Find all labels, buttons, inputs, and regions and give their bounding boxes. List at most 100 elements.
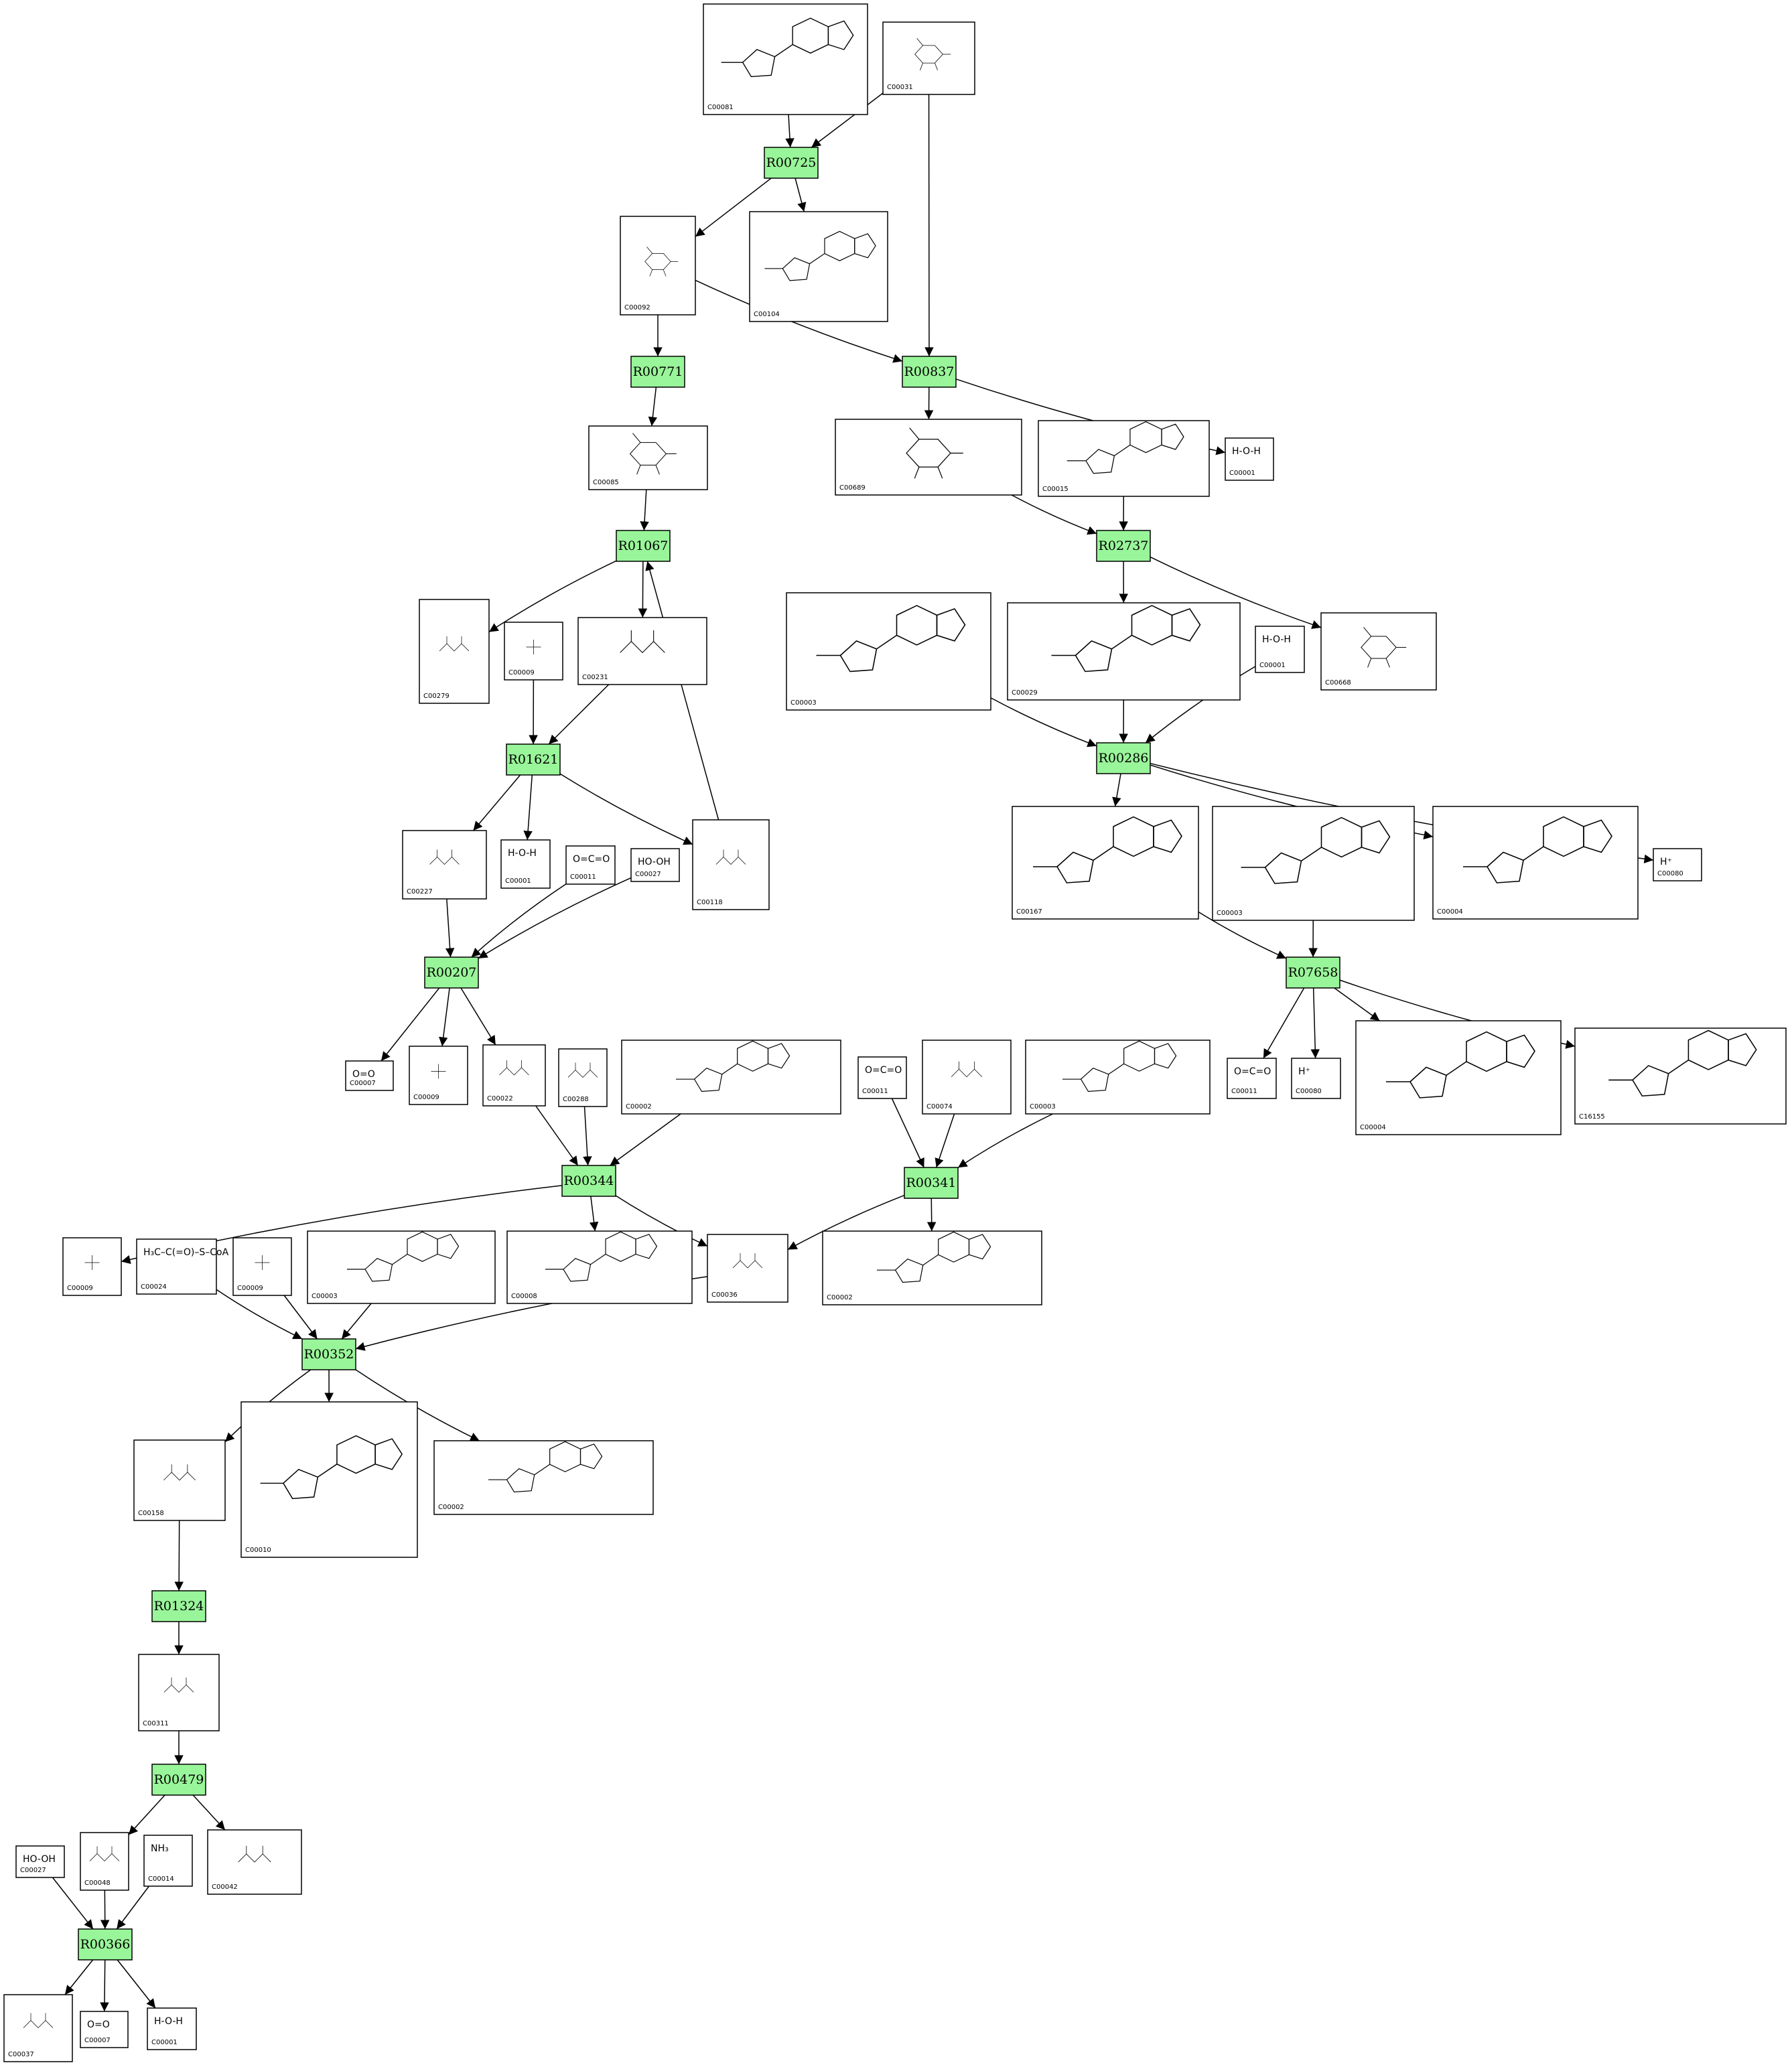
- compound-c00092[interactable]: C00092: [620, 216, 696, 315]
- reaction-r07658[interactable]: R07658: [1286, 956, 1340, 989]
- compound-c00004[interactable]: C00004: [1355, 1020, 1562, 1135]
- compound-c00167[interactable]: C00167: [1012, 806, 1199, 920]
- edge-c00003c-r00341: [957, 1113, 1053, 1168]
- reaction-r00771[interactable]: R00771: [630, 356, 685, 388]
- compound-c00668[interactable]: C00668: [1320, 612, 1437, 691]
- reaction-label: R00837: [904, 364, 955, 379]
- compound-box: [402, 830, 487, 900]
- compound-box: [143, 1835, 193, 1887]
- compound-c00015[interactable]: C00015: [1038, 420, 1210, 497]
- compound-box: [345, 1060, 394, 1091]
- compound-c00002[interactable]: C00002: [822, 1230, 1042, 1305]
- edge-r00207-c00007a: [381, 987, 440, 1062]
- compound-c00118[interactable]: C00118: [692, 819, 770, 910]
- compound-box: [786, 592, 991, 711]
- compound-c00036[interactable]: C00036: [707, 1234, 788, 1303]
- reaction-r00286[interactable]: R00286: [1096, 742, 1151, 774]
- reaction-r00344[interactable]: R00344: [561, 1165, 616, 1197]
- compound-id: C00092: [624, 304, 650, 311]
- compound-c16155[interactable]: C16155: [1574, 1027, 1787, 1125]
- reaction-r00725[interactable]: R00725: [764, 147, 819, 179]
- compound-c00009[interactable]: C00009: [409, 1046, 468, 1105]
- compound-c00003[interactable]: C00003: [307, 1230, 496, 1304]
- compound-c00158[interactable]: C00158: [133, 1439, 226, 1521]
- compound-id: C00027: [20, 1867, 46, 1874]
- reaction-r02737[interactable]: R02737: [1096, 530, 1151, 562]
- edge-r00341-c00036: [787, 1194, 905, 1251]
- edge-r00479-c00048: [128, 1794, 165, 1835]
- edge-c00022-r00344: [535, 1105, 579, 1166]
- compound-c00003[interactable]: C00003: [1212, 806, 1415, 921]
- reaction-label: R02737: [1099, 539, 1149, 553]
- compound-c00002[interactable]: C00002: [621, 1040, 841, 1115]
- compound-c00081[interactable]: C00081: [703, 3, 868, 115]
- compound-c00311[interactable]: C00311: [138, 1654, 220, 1731]
- edge-r00366-c00037: [64, 1959, 94, 1995]
- reaction-label: R00341: [906, 1176, 957, 1190]
- reaction-r00479[interactable]: R00479: [151, 1764, 206, 1796]
- compound-id: C00009: [237, 1285, 263, 1292]
- compound-c00048[interactable]: C00048: [80, 1832, 129, 1891]
- reaction-r01067[interactable]: R01067: [616, 530, 671, 562]
- compound-id: C00011: [570, 873, 596, 881]
- compound-c00002[interactable]: C00002: [433, 1440, 654, 1515]
- compound-c00031[interactable]: C00031: [882, 21, 975, 95]
- compound-c00104[interactable]: C00104: [749, 211, 888, 322]
- compound-box: [3, 1994, 73, 2062]
- reaction-r00366[interactable]: R00366: [78, 1928, 133, 1961]
- reaction-label: R00207: [427, 965, 477, 980]
- compound-c00009[interactable]: C00009: [504, 622, 563, 681]
- compound-c00010[interactable]: C00010: [240, 1401, 418, 1558]
- reaction-label: R07658: [1288, 965, 1338, 980]
- compound-c00009[interactable]: C00009: [62, 1237, 122, 1296]
- compound-c00008[interactable]: C00008: [506, 1230, 693, 1304]
- compound-c00288[interactable]: C00288: [558, 1048, 608, 1107]
- compound-box: [1007, 602, 1241, 701]
- compound-box: [558, 1048, 608, 1107]
- compound-c00227[interactable]: C00227: [402, 830, 487, 900]
- compound-id: C00668: [1325, 679, 1351, 687]
- compound-c00004[interactable]: C00004: [1432, 806, 1639, 920]
- compound-c00279[interactable]: C00279: [419, 599, 490, 704]
- reaction-r01324[interactable]: R01324: [151, 1590, 206, 1622]
- reaction-r00837[interactable]: R00837: [902, 356, 957, 388]
- compound-c00085[interactable]: C00085: [588, 425, 708, 490]
- compound-c00074[interactable]: C00074: [922, 1040, 1012, 1115]
- compound-c00022[interactable]: C00022: [482, 1044, 546, 1107]
- compound-id: C16155: [1579, 1113, 1605, 1121]
- compound-c00037[interactable]: C00037: [3, 1994, 73, 2062]
- reaction-box: [301, 1338, 356, 1370]
- compound-c00003[interactable]: C00003: [1025, 1040, 1211, 1115]
- compound-c00003[interactable]: C00003: [786, 592, 991, 711]
- compound-id: C00029: [1012, 689, 1038, 697]
- reaction-r00341[interactable]: R00341: [904, 1167, 959, 1199]
- compound-box: [506, 1230, 693, 1304]
- reaction-r00352[interactable]: R00352: [301, 1338, 356, 1370]
- compound-c00080[interactable]: H⁺C00080: [1291, 1058, 1341, 1099]
- compound-c00231[interactable]: C00231: [577, 617, 707, 685]
- compound-c00029[interactable]: C00029: [1007, 602, 1241, 701]
- compound-c00009[interactable]: C00009: [232, 1237, 292, 1296]
- edge-c00011b-r00341: [891, 1098, 924, 1168]
- compound-c00080[interactable]: H⁺C00080: [1653, 848, 1702, 881]
- compound-c00689[interactable]: C00689: [835, 419, 1022, 496]
- reaction-r01621[interactable]: R01621: [506, 743, 561, 776]
- reaction-r00207[interactable]: R00207: [424, 956, 479, 989]
- compound-box: [1227, 1058, 1277, 1099]
- reaction-box: [424, 956, 479, 989]
- reaction-box: [904, 1167, 959, 1199]
- compound-c00042[interactable]: C00042: [207, 1829, 302, 1895]
